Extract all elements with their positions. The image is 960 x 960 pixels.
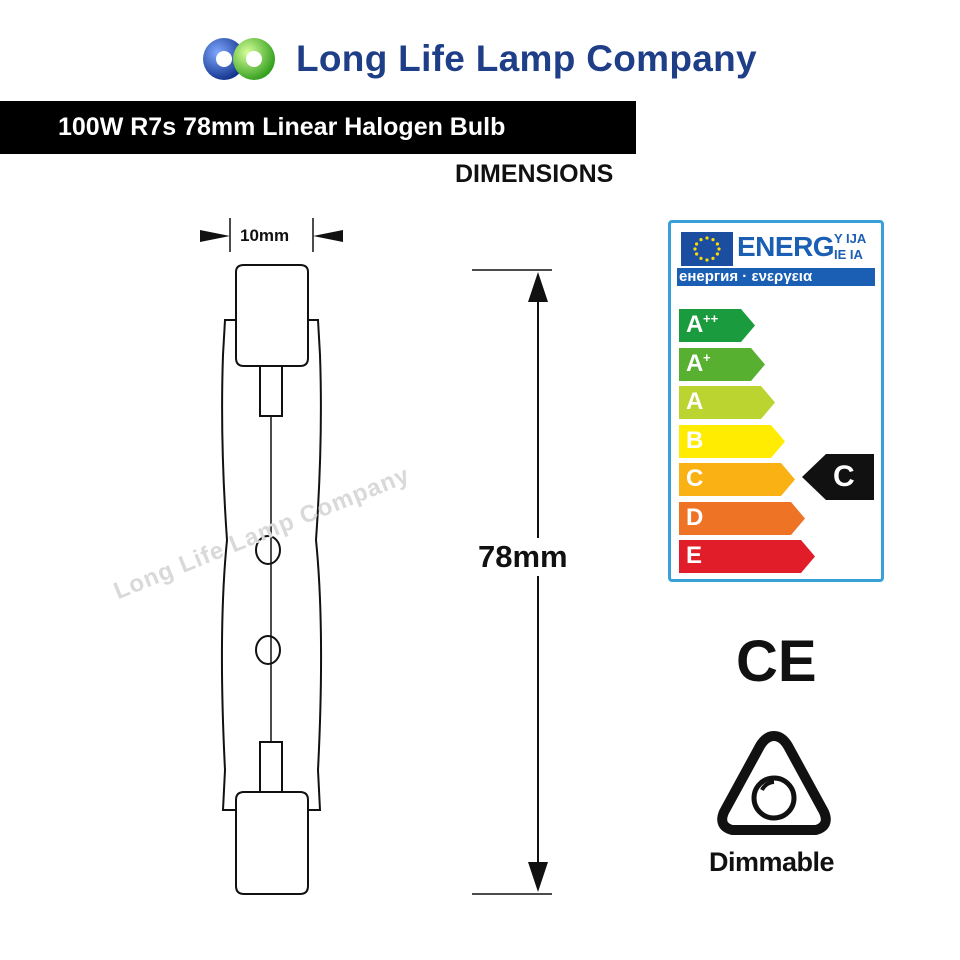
- bulb-drawing: [200, 218, 552, 895]
- energy-class-letter: E: [686, 542, 703, 569]
- eu-flag-icon: [681, 232, 733, 266]
- energy-rating-arrow: [802, 454, 874, 500]
- energy-class-letter: D: [686, 503, 704, 531]
- company-logo-icon: [203, 38, 275, 80]
- energy-heading-suffix-top: Y IJA: [834, 231, 867, 246]
- energy-class-5: C: [679, 463, 795, 496]
- energy-subheading: енергия · ενεργεια: [679, 268, 813, 285]
- energy-class-letter: A: [686, 388, 704, 415]
- energy-class-superscript: ++: [703, 311, 719, 326]
- energy-heading-suffix-bottom: IE IA: [834, 247, 863, 262]
- energy-class-7: E: [679, 540, 815, 573]
- energy-label: ENERG Y IJA IE IA енергия · ενεργεια A++…: [668, 220, 884, 582]
- ce-mark: CE: [736, 629, 817, 694]
- length-label: 78mm: [476, 538, 570, 576]
- energy-class-1: A++: [679, 309, 755, 342]
- energy-class-letter: B: [686, 426, 704, 454]
- width-label: 10mm: [240, 226, 290, 245]
- title-bar: [0, 101, 636, 154]
- energy-class-3: A: [679, 386, 775, 419]
- energy-class-letter: A: [686, 349, 704, 377]
- energy-class-letter: C: [686, 465, 704, 492]
- energy-subheading-bar: [677, 268, 875, 286]
- dimmable-icon: [717, 731, 831, 835]
- energy-heading: ENERG: [737, 231, 835, 262]
- energy-class-6: D: [679, 501, 805, 535]
- section-label: DIMENSIONS: [455, 160, 614, 188]
- energy-class-superscript: +: [703, 349, 711, 365]
- energy-class-4: B: [679, 424, 785, 458]
- dimmable-label: Dimmable: [709, 847, 835, 877]
- energy-class-2: A+: [679, 347, 765, 381]
- product-title: 100W R7s 78mm Linear Halogen Bulb: [58, 113, 506, 141]
- energy-class-letter: A: [686, 311, 704, 338]
- energy-rating: C: [833, 460, 855, 493]
- brand-name: Long Life Lamp Company: [296, 38, 757, 79]
